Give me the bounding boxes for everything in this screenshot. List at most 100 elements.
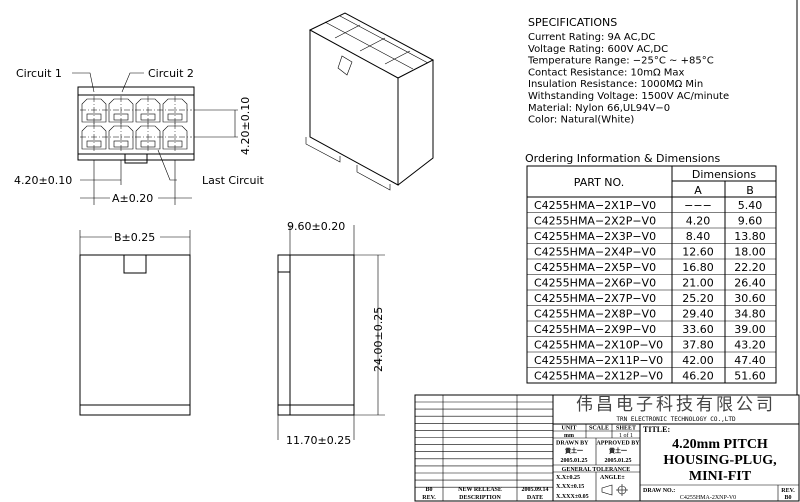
- dim-b-value: 30.60: [734, 292, 766, 305]
- dim-b-value: 18.00: [734, 246, 766, 259]
- spec-line: Voltage Rating: 600V AC,DC: [528, 44, 668, 55]
- circuit-1-label: Circuit 1: [16, 67, 62, 80]
- spec-line: Current Rating: 9A AC,DC: [528, 32, 655, 43]
- company-name-cn: 伟昌电子科技有限公司: [576, 395, 776, 415]
- history-rev: B0: [425, 487, 432, 493]
- projection-symbol-icon: [601, 484, 628, 496]
- dim-b-value: 51.60: [734, 370, 766, 383]
- spec-line: Temperature Range: −25°C ~ +85°C: [527, 56, 714, 67]
- dim-a-value: 12.60: [682, 246, 714, 259]
- dim-b-value: 26.40: [734, 277, 766, 290]
- tolerance-3: X.XXX±0.05: [556, 494, 589, 500]
- dim-a-value: 46.20: [682, 370, 714, 383]
- circuit-cavity: [162, 123, 188, 151]
- dim-b-value: 47.40: [734, 354, 766, 367]
- part-number: C4255HMA−2X10P−V0: [534, 339, 663, 352]
- sheet-value: 1 of 1: [619, 432, 633, 439]
- title-line-2: HOUSING-PLUG,: [663, 453, 776, 468]
- dim-b: B±0.25: [114, 231, 155, 244]
- dim-a-value: 37.80: [682, 339, 714, 352]
- table-row: C4255HMA−2X9P−V0 33.60 39.00: [534, 323, 766, 336]
- circuit-cavity: [162, 96, 188, 124]
- col-description: DESCRIPTION: [459, 495, 501, 501]
- dim-a-value: −−−: [684, 199, 712, 212]
- part-number: C4255HMA−2X1P−V0: [534, 199, 656, 212]
- circuit-2-label: Circuit 2: [148, 67, 194, 80]
- dim-a-value: 42.00: [682, 354, 714, 367]
- table-row: C4255HMA−2X12P−V0 46.20 51.60: [534, 370, 766, 383]
- part-number: C4255HMA−2X9P−V0: [534, 323, 656, 336]
- dim-b-value: 43.20: [734, 339, 766, 352]
- part-number: C4255HMA−2X12P−V0: [534, 370, 663, 383]
- draw-no: C4255HMA-2XNP-V0: [680, 495, 736, 501]
- dim-b-value: 39.00: [734, 323, 766, 336]
- dim-b-value: 34.80: [734, 308, 766, 321]
- last-circuit-label: Last Circuit: [202, 174, 265, 187]
- angle-label: ANGLE±: [600, 475, 625, 481]
- col-dimensions: Dimensions: [692, 168, 756, 181]
- dim-a-value: 33.60: [682, 323, 714, 336]
- dim-b-value: 22.20: [734, 261, 766, 274]
- col-part-no: PART NO.: [574, 176, 624, 189]
- part-number: C4255HMA−2X3P−V0: [534, 230, 656, 243]
- dim-b-value: 5.40: [738, 199, 763, 212]
- approved-by: 黄土一: [609, 447, 627, 455]
- drawn-date: 2005.01.25: [561, 458, 588, 464]
- col-date: DATE: [527, 495, 543, 501]
- spec-line: Contact Resistance: 10mΩ Max: [528, 67, 685, 78]
- tolerance-1: X.X±0.25: [556, 475, 580, 481]
- scale-label: SCALE: [589, 426, 609, 432]
- table-row: C4255HMA−2X1P−V0 −−− 5.40: [534, 199, 762, 212]
- part-number: C4255HMA−2X11P−V0: [534, 354, 663, 367]
- part-number: C4255HMA−2X4P−V0: [534, 246, 656, 259]
- side-depth-dim: 11.70±0.25: [286, 434, 351, 447]
- dim-b-value: 9.60: [738, 215, 763, 228]
- rev-value: B0: [784, 495, 791, 501]
- draw-no-label: DRAW NO.:: [643, 488, 675, 494]
- spec-line: Color: Natural(White): [528, 115, 634, 126]
- title-block: B0 NEW RELEASE 2005.09.14 REV. DESCRIPTI…: [414, 394, 800, 502]
- pitch-horizontal-dim: 4.20±0.10: [14, 174, 72, 187]
- ordering-heading: Ordering Information & Dimensions: [525, 152, 720, 165]
- part-number: C4255HMA−2X8P−V0: [534, 308, 656, 321]
- bottom-view: B±0.25: [79, 230, 191, 416]
- history-date: 2005.09.14: [522, 487, 549, 493]
- dim-a-value: 29.40: [682, 308, 714, 321]
- part-number: C4255HMA−2X7P−V0: [534, 292, 656, 305]
- dim-a-value: 25.20: [682, 292, 714, 305]
- approved-date: 2005.01.25: [605, 458, 632, 464]
- title-line-3: MINI-FIT: [689, 469, 752, 484]
- side-width-dim: 9.60±0.20: [287, 220, 345, 233]
- unit-value: mm: [564, 433, 574, 439]
- part-number: C4255HMA−2X5P−V0: [534, 261, 656, 274]
- history-description: NEW RELEASE: [458, 487, 502, 493]
- title-label: TITLE:: [643, 425, 670, 434]
- rev-label: REV.: [781, 488, 795, 494]
- sheet-label: SHEET: [616, 426, 636, 432]
- col-rev: REV.: [422, 495, 436, 501]
- part-number: C4255HMA−2X6P−V0: [534, 277, 656, 290]
- table-row: C4255HMA−2X4P−V0 12.60 18.00: [534, 246, 766, 259]
- table-row: C4255HMA−2X7P−V0 25.20 30.60: [534, 292, 766, 305]
- spec-heading: SPECIFICATIONS: [528, 16, 617, 29]
- spec-line: Withstanding Voltage: 1500V AC/minute: [528, 91, 729, 102]
- company-name-en: TRN ELECTRONIC TECHNOLOGY CO.,LTD: [616, 416, 736, 423]
- dim-a-value: 4.20: [686, 215, 711, 228]
- part-number: C4255HMA−2X2P−V0: [534, 215, 656, 228]
- col-b: B: [746, 184, 754, 197]
- title-line-1: 4.20mm PITCH: [672, 437, 768, 452]
- table-row: C4255HMA−2X2P−V0 4.20 9.60: [534, 215, 762, 228]
- table-row: C4255HMA−2X10P−V0 37.80 43.20: [534, 339, 766, 352]
- side-view: 9.60±0.20 24.00±0.25 11.70±0.25: [277, 220, 385, 447]
- side-height-dim: 24.00±0.25: [372, 307, 385, 372]
- dim-a: A±0.20: [112, 192, 153, 205]
- col-a: A: [694, 184, 702, 197]
- dim-b-value: 13.80: [734, 230, 766, 243]
- table-row: C4255HMA−2X8P−V0 29.40 34.80: [534, 308, 766, 321]
- tolerance-2: X.XX±0.15: [556, 484, 584, 490]
- dim-a-value: 8.40: [686, 230, 711, 243]
- ordering-table: Ordering Information & Dimensions PART N…: [525, 152, 777, 384]
